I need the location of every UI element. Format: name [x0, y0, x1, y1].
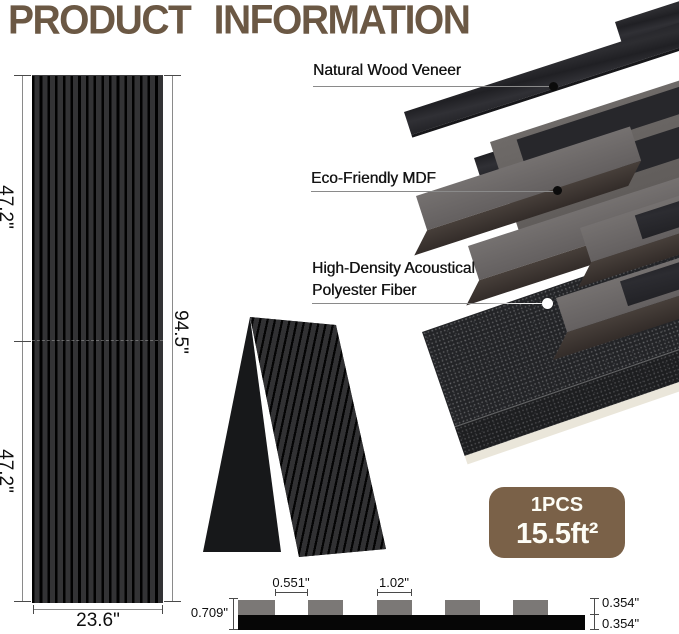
- cs-right-tick-bottom: [590, 629, 599, 630]
- dimension-line-bottom: [33, 609, 163, 610]
- panel-mid-divider-line: [32, 340, 163, 341]
- leader-line-fiber: [312, 303, 548, 304]
- cs-left-tick-bottom: [229, 629, 238, 630]
- leader-dot-mdf-icon: [553, 186, 562, 195]
- badge-quantity: 1PCS: [530, 494, 584, 516]
- cross-section-slat-4: [445, 600, 480, 615]
- label-acoustical-fiber-line2: Polyester Fiber: [312, 282, 417, 299]
- badge-area: 15.5ft²: [516, 518, 598, 550]
- cs-left-bracket: [233, 598, 234, 630]
- tick-bottom-right: [164, 601, 181, 602]
- cs-gap-width-label: 0.551": [272, 575, 310, 590]
- dim-total-height: 94.5": [169, 310, 191, 354]
- dim-panel-width: 23.6": [76, 610, 120, 631]
- cross-section-slat-1: [238, 600, 275, 615]
- dim-top-half-height: 47.2": [0, 185, 16, 229]
- cross-section-slat-2: [308, 600, 343, 615]
- tick-bottom-left: [14, 601, 31, 602]
- label-acoustical-fiber-line1: High-Density Acoustical: [312, 260, 475, 277]
- cs-right-tick-mid: [590, 614, 599, 615]
- tick-top-right: [164, 75, 181, 76]
- cross-section-felt-base: [238, 615, 585, 630]
- slat-panel-front-view: [32, 75, 163, 603]
- cs-slat-width-label: 1.02": [379, 575, 409, 590]
- dimension-line-left: [22, 75, 23, 602]
- leader-dot-fiber-icon: [542, 298, 553, 309]
- tick-width-left: [33, 605, 34, 614]
- tick-width-right: [162, 605, 163, 614]
- folded-panel: [195, 310, 395, 560]
- label-acoustical-fiber: High-Density Acoustical Polyester Fiber: [312, 258, 475, 302]
- cs-base-thickness-label: 0.354": [602, 616, 640, 631]
- cs-gap-tick-left: [275, 589, 276, 596]
- dim-bottom-half-height: 47.2": [0, 449, 16, 493]
- cs-left-tick-top: [229, 598, 238, 599]
- area-badge: 1PCS 15.5ft²: [489, 487, 625, 558]
- label-eco-friendly-mdf: Eco-Friendly MDF: [311, 170, 436, 187]
- cs-slat-thickness-label: 0.354": [602, 595, 640, 610]
- tick-top-left: [14, 75, 31, 76]
- cs-slat-tick-right: [411, 589, 412, 596]
- cs-total-thickness-label: 0.709": [190, 605, 228, 620]
- cross-section-slat-5: [513, 600, 548, 615]
- leader-dot-veneer-icon: [549, 82, 558, 91]
- page-title: PRODUCT INFORMATION: [8, 0, 471, 43]
- leader-line-veneer: [313, 86, 553, 87]
- leader-line-mdf: [311, 191, 557, 192]
- cross-section-slat-3: [377, 600, 412, 615]
- cs-right-tick-top: [590, 598, 599, 599]
- cs-gap-bracket: [275, 592, 308, 593]
- tick-mid-left: [14, 341, 31, 342]
- label-natural-wood-veneer: Natural Wood Veneer: [313, 62, 461, 79]
- cs-gap-tick-right: [307, 589, 308, 596]
- dimension-line-right: [172, 75, 173, 602]
- cs-slat-tick-left: [377, 589, 378, 596]
- cs-slat-bracket: [377, 592, 412, 593]
